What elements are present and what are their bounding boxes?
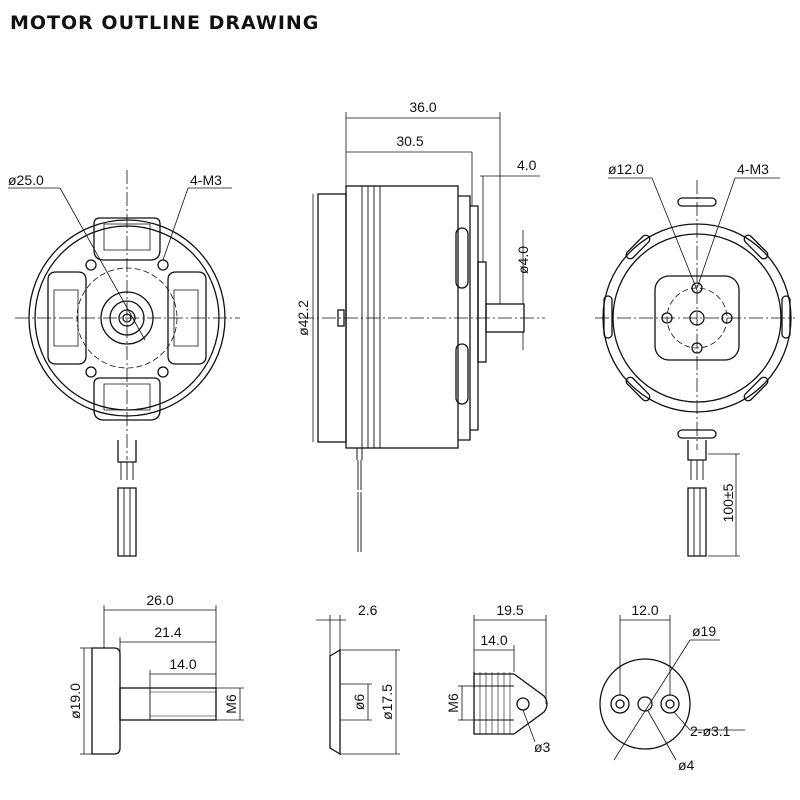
adapter-thread-size-label: M6 (223, 694, 239, 714)
washer-outer-label: ø17.5 (379, 684, 395, 720)
rear-dia-label: ø25.0 (8, 172, 44, 188)
nut-thread-size-label: M6 (445, 693, 461, 713)
rear-holes-label: 4-M3 (190, 172, 222, 188)
front-view (595, 177, 795, 557)
nut-length-label: 19.5 (496, 602, 523, 618)
adapter-mid-label: 21.4 (154, 624, 181, 640)
side-length-label: 36.0 (409, 99, 436, 115)
side-dia-label: ø42.2 (295, 300, 311, 336)
side-body-label: 30.5 (396, 133, 423, 149)
mounting-plate-view (599, 615, 745, 761)
adapter-dia-label: ø19.0 (67, 683, 83, 719)
adapter-length-label: 26.0 (146, 592, 173, 608)
rear-view (8, 170, 240, 557)
plate-dia-label: ø19 (692, 623, 716, 639)
plate-holes-label: 2-ø3.1 (690, 723, 731, 739)
front-holes-label: 4-M3 (737, 161, 769, 177)
shaft-dia-label: ø4.0 (515, 246, 531, 274)
adapter-thread-label: 14.0 (169, 656, 196, 672)
nut-thread-label: 14.0 (480, 632, 507, 648)
washer-thickness-label: 2.6 (358, 602, 378, 618)
plate-center-label: ø4 (678, 757, 695, 773)
prop-adapter-view (80, 605, 244, 755)
lead-length-label: 100±5 (720, 483, 736, 522)
side-view (300, 112, 545, 552)
prop-nut-view (458, 615, 548, 743)
washer-inner-label: ø6 (351, 694, 367, 711)
drawing-title: MOTOR OUTLINE DRAWING (10, 12, 320, 34)
front-dia-label: ø12.0 (608, 161, 644, 177)
plate-span-label: 12.0 (631, 602, 658, 618)
side-shaft-label: 4.0 (517, 157, 537, 173)
nut-hole-label: ø3 (534, 739, 551, 755)
washer-view (316, 615, 400, 756)
